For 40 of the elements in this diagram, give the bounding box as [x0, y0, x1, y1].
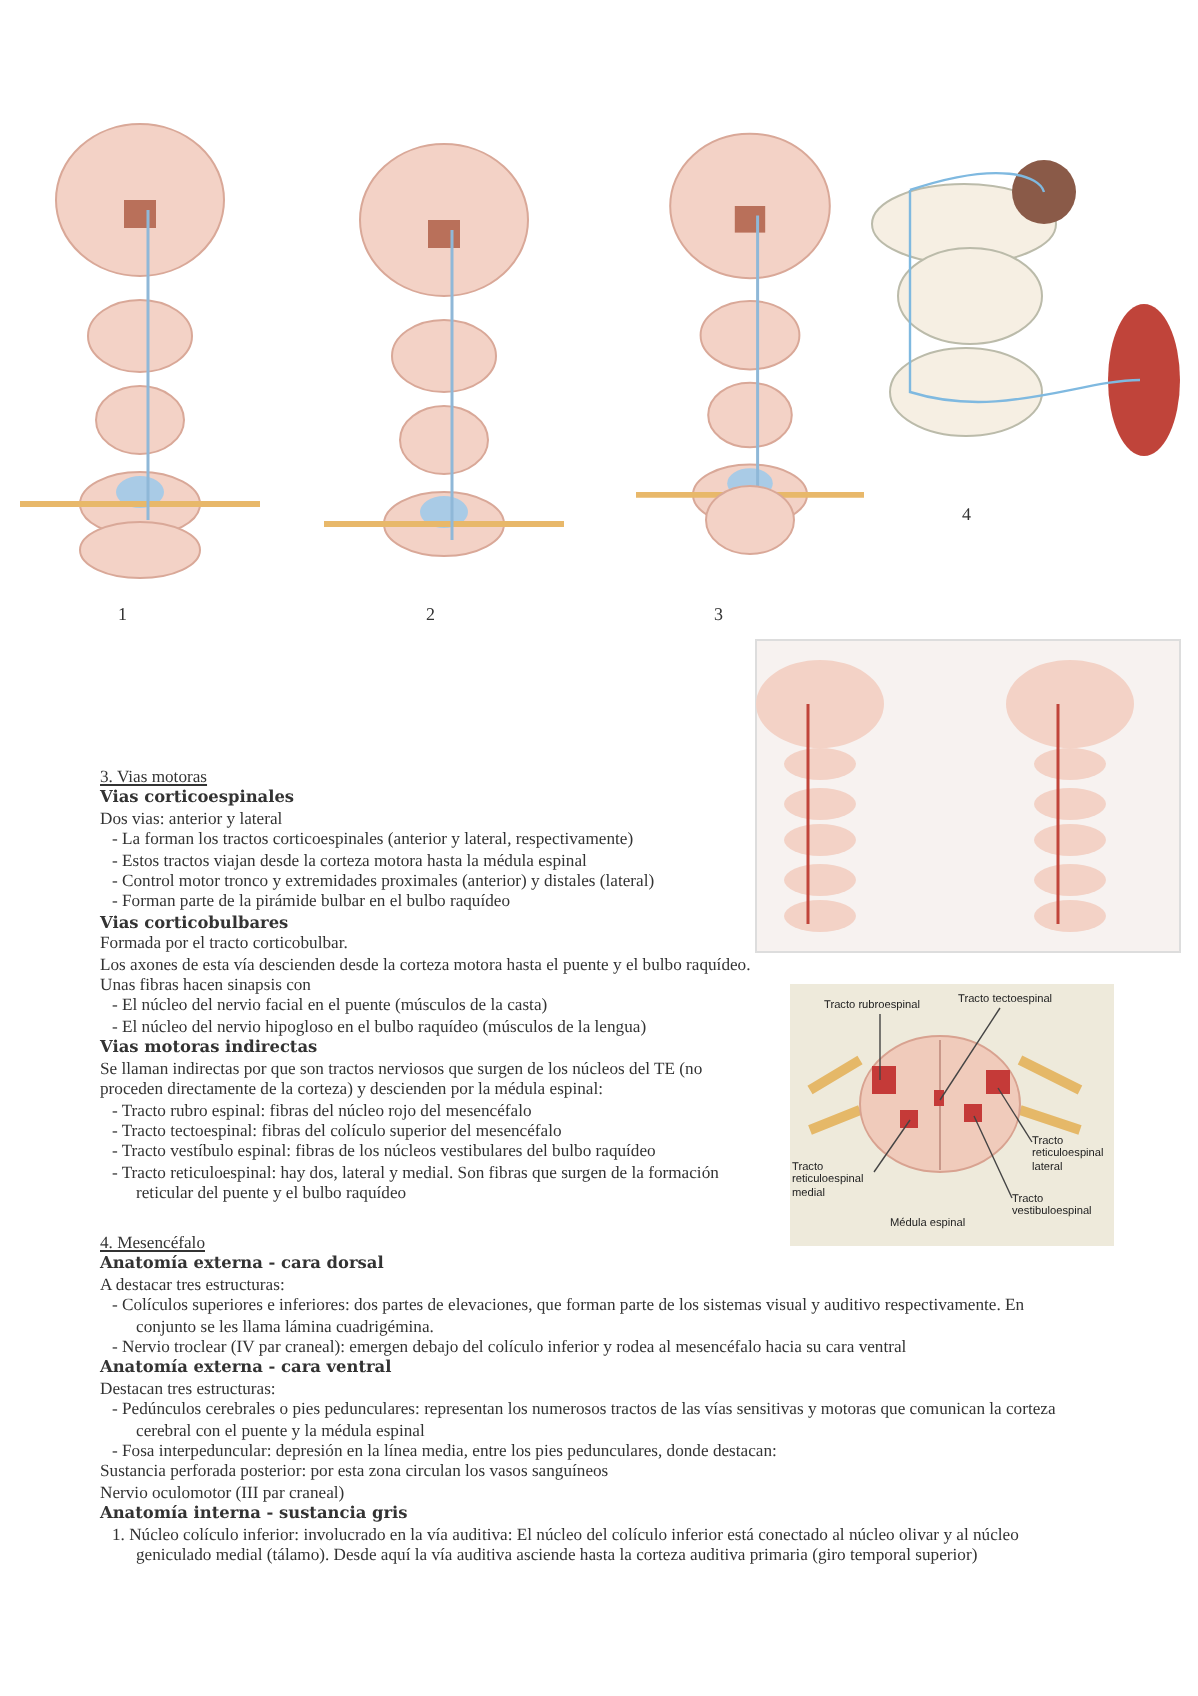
bullet-item: - El núcleo del nervio hipogloso en el bulbo raquídeo (músculos de la lengua)	[110, 1015, 649, 1037]
section-heading: 4. Mesencéfalo	[100, 1232, 207, 1253]
figure-number: 4	[962, 504, 971, 524]
paragraph: Formada por el tracto corticobulbar.	[100, 932, 350, 954]
bullet-item: - Control motor tronco y extremidades proximales (anterior) y distales (lateral)	[110, 870, 657, 891]
figure-number: 1	[118, 604, 127, 624]
paragraph: Unas fibras hacen sinapsis con	[100, 974, 313, 995]
paragraph: Nervio oculomotor (III par craneal)	[100, 1481, 347, 1503]
bullet-item: - Fosa interpeduncular: depresión en la línea media, entre los pies pedunculares, donde destacan:	[110, 1440, 779, 1461]
subsection-heading: Anatomía interna - sustancia gris	[100, 1502, 410, 1524]
bullet-item: - El núcleo del nervio facial en el puente (músculos de la casta)	[110, 994, 550, 1016]
paragraph: Sustancia perforada posterior: por esta zona circulan los vasos sanguíneos	[100, 1460, 611, 1482]
subsection-heading: Vias motoras indirectas	[100, 1036, 320, 1058]
numbered-item: 1. Núcleo colículo inferior: involucrado en la vía auditiva: El núcleo del colículo inferior está conectado al núcleo olivar y al núcleo geniculado medial (tálamo). Desde aquí la vía auditiva asciende hasta la corteza auditiva primaria (giro temporal superior)	[110, 1523, 1021, 1565]
bullet-item: - Estos tractos viajan desde la corteza motora hasta la médula espinal	[110, 849, 589, 871]
paragraph: Los axones de esta vía descienden desde la corteza motora hasta el puente y el bulbo raquídeo.	[100, 953, 753, 975]
leader-line	[997, 1087, 1033, 1143]
bullet-item: - Tracto reticuloespinal: hay dos, lateral y medial. Son fibras que surgen de la formación reticular del puente y el bulbo raquídeo	[110, 1161, 721, 1204]
figure-number: 2	[426, 604, 435, 624]
leader-line	[973, 1115, 1013, 1199]
leader-line	[879, 1013, 881, 1081]
paragraph: Se llaman indirectas por que son tractos nerviosos que surgen de los núcleos del TE (no proceden directamente de la corteza) y descienden por la médula espinal:	[100, 1057, 705, 1099]
bullet-item: - Nervio troclear (IV par craneal): emergen debajo del colículo inferior y rodea al mesencéfalo hacia su cara ventral	[110, 1336, 909, 1357]
subsection-heading: Vias corticobulbares	[100, 911, 291, 933]
bullet-item: - Tracto rubro espinal: fibras del núcleo rojo del mesencéfalo	[110, 1099, 534, 1120]
subsection-heading: Anatomía externa - cara dorsal	[100, 1252, 386, 1274]
bullet-item: - Pedúnculos cerebrales o pies pedunculares: representan los numerosos tractos de las vías sensitivas y motoras que comunican la corteza cerebral con el puente y la médula espinal	[110, 1398, 1058, 1441]
subsection-heading: Vias corticoespinales	[100, 786, 297, 808]
bullet-item: - La forman los tractos corticoespinales (anterior y lateral, respectivamente)	[110, 828, 636, 850]
paragraph: Destacan tres estructuras:	[100, 1377, 278, 1399]
leader-line	[939, 1007, 1001, 1101]
section-heading: 3. Vias motoras	[100, 766, 210, 787]
bullet-item: - Colículos superiores e inferiores: dos partes de elevaciones, que forman parte de los sistemas visual y auditivo respectivamente. En conjunto se les llama lámina cuadrigémina.	[110, 1294, 1027, 1337]
subsection-heading: Anatomía externa - cara ventral	[100, 1356, 394, 1378]
figure-number: 3	[714, 604, 723, 624]
paragraph: A destacar tres estructuras:	[100, 1273, 287, 1295]
bullet-item: - Tracto vestíbulo espinal: fibras de los núcleos vestibulares del bulbo raquídeo	[110, 1140, 658, 1162]
paragraph: Dos vias: anterior y lateral	[100, 807, 285, 829]
bullet-item: - Forman parte de la pirámide bulbar en el bulbo raquídeo	[110, 890, 513, 912]
bullet-item: - Tracto tectoespinal: fibras del colículo superior del mesencéfalo	[110, 1119, 564, 1141]
